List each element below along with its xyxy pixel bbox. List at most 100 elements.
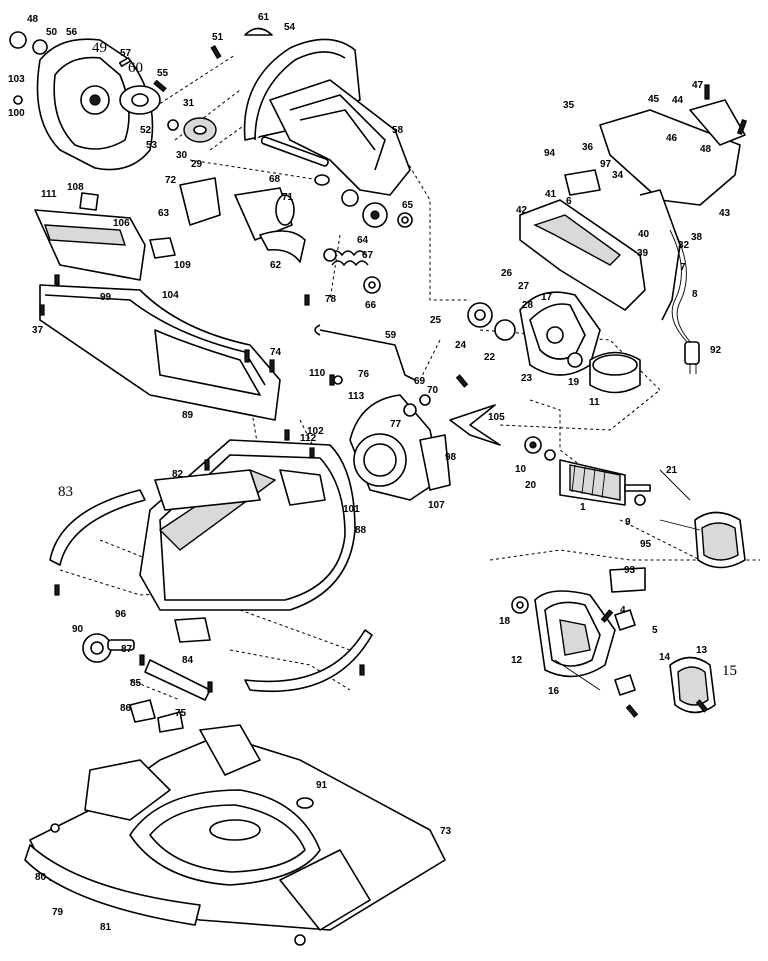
callout: 30 xyxy=(176,150,188,161)
callout: 25 xyxy=(430,315,442,326)
callout: 100 xyxy=(8,108,25,119)
callout: 26 xyxy=(501,268,513,279)
callout: 57 xyxy=(120,48,132,59)
callout: 49 xyxy=(92,40,107,56)
callout: 41 xyxy=(545,189,557,200)
callout: 52 xyxy=(140,125,152,136)
callout: 107 xyxy=(428,500,445,511)
callout: 24 xyxy=(455,340,467,351)
callout: 82 xyxy=(172,469,184,480)
callout: 77 xyxy=(390,419,402,430)
callout: 69 xyxy=(414,376,426,387)
callout: 61 xyxy=(258,12,270,23)
saw-base xyxy=(24,724,446,946)
callout: 29 xyxy=(191,159,203,170)
callout: 91 xyxy=(316,780,328,791)
callout: 64 xyxy=(357,235,369,246)
callout: 38 xyxy=(691,232,703,243)
callout: 85 xyxy=(130,678,142,689)
callout: 71 xyxy=(282,192,294,203)
callout: 112 xyxy=(300,433,317,444)
callout: 50 xyxy=(46,27,58,38)
callout: 53 xyxy=(146,140,158,151)
callout: 70 xyxy=(427,385,439,396)
callout: 21 xyxy=(666,465,678,476)
callout: 94 xyxy=(544,148,556,159)
callout: 14 xyxy=(659,652,671,663)
callout: 62 xyxy=(270,260,282,271)
callout: 56 xyxy=(66,27,78,38)
callout: 22 xyxy=(484,352,496,363)
callout: 87 xyxy=(121,644,133,655)
callout: 28 xyxy=(522,300,534,311)
callout: 99 xyxy=(100,292,112,303)
callout: 15 xyxy=(722,663,737,679)
callout: 51 xyxy=(212,32,224,43)
callout: 74 xyxy=(270,347,282,358)
callout: 34 xyxy=(612,170,624,181)
bevel-bracket xyxy=(349,394,501,501)
callout: 111 xyxy=(41,189,57,200)
callout: 93 xyxy=(624,565,636,576)
callout: 27 xyxy=(518,281,530,292)
callout: 45 xyxy=(648,94,660,105)
callout: 18 xyxy=(499,616,511,627)
motor-front-housing xyxy=(467,291,601,376)
callout: 39 xyxy=(637,248,649,259)
callout: 47 xyxy=(692,80,704,91)
callout: 46 xyxy=(666,133,678,144)
callout: 20 xyxy=(525,480,537,491)
callout: 68 xyxy=(269,174,281,185)
callout: 40 xyxy=(638,229,650,240)
callout: 88 xyxy=(355,525,367,536)
callout: 75 xyxy=(175,708,187,719)
lower-blade-guard xyxy=(9,31,154,171)
callout: 95 xyxy=(640,539,652,550)
callout: 96 xyxy=(115,609,127,620)
callout: 84 xyxy=(182,655,194,666)
callout: 13 xyxy=(696,645,708,656)
armature xyxy=(524,436,651,506)
callout: 16 xyxy=(548,686,560,697)
callout: 81 xyxy=(100,922,112,933)
callout: 4 xyxy=(620,605,626,616)
callout: 19 xyxy=(568,377,580,388)
callout: 80 xyxy=(35,872,47,883)
callout: 1 xyxy=(580,502,586,513)
callout: 42 xyxy=(516,205,528,216)
callout: 31 xyxy=(183,98,195,109)
power-cord xyxy=(669,229,700,374)
callout: 67 xyxy=(362,250,374,261)
callout: 8 xyxy=(692,289,698,300)
callout: 32 xyxy=(678,240,690,251)
callout: 103 xyxy=(8,74,25,85)
callout: 7 xyxy=(680,262,686,273)
callout: 73 xyxy=(440,826,452,837)
callout: 43 xyxy=(719,208,731,219)
callout: 44 xyxy=(672,95,684,106)
gear-case xyxy=(589,351,641,394)
callout: 106 xyxy=(113,218,130,229)
operating-handle xyxy=(519,99,746,321)
callout: 113 xyxy=(348,391,365,402)
callout: 54 xyxy=(284,22,296,33)
callout: 83 xyxy=(58,484,73,500)
callout: 37 xyxy=(32,325,44,336)
callout: 109 xyxy=(174,260,191,271)
callout: 108 xyxy=(67,182,84,193)
callout: 66 xyxy=(365,300,377,311)
callout: 17 xyxy=(541,292,553,303)
callout: 55 xyxy=(157,68,169,79)
callout: 60 xyxy=(128,60,143,76)
callout: 11 xyxy=(589,397,600,408)
callout: 101 xyxy=(343,504,360,515)
callout: 10 xyxy=(515,464,527,475)
callout: 72 xyxy=(165,175,177,186)
callout: 48 xyxy=(700,144,712,155)
callout: 65 xyxy=(402,200,414,211)
callout: 63 xyxy=(158,208,170,219)
callout: 12 xyxy=(511,655,523,666)
callout: 89 xyxy=(182,410,194,421)
callout: 97 xyxy=(600,159,612,170)
dust-chute xyxy=(179,177,306,263)
